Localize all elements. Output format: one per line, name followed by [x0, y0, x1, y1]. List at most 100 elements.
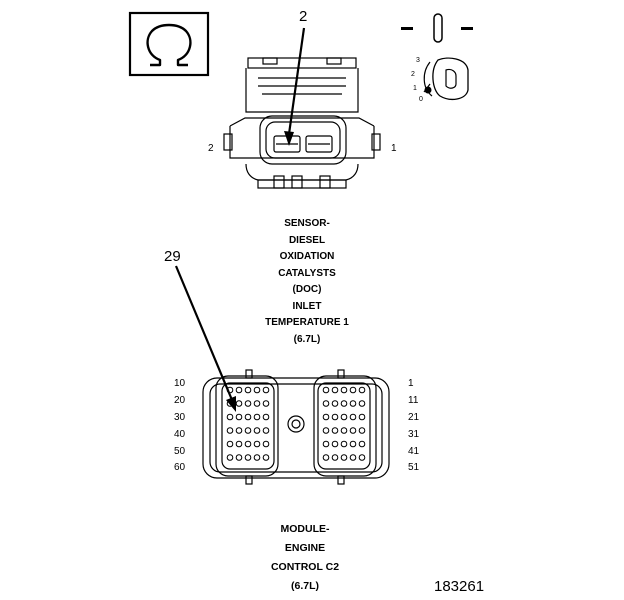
connector-pin	[349, 454, 357, 461]
connector-pin	[331, 386, 339, 394]
connector-pin	[358, 454, 366, 461]
connector-pin	[340, 386, 348, 394]
ignition-switch-icon: 3 2 1 0	[401, 13, 473, 103]
sensor-callout-number: 2	[299, 8, 308, 25]
row-label: 10	[174, 378, 186, 389]
connector-pin	[322, 440, 330, 448]
connector-pin	[358, 440, 366, 448]
sensor-callout-arrow	[284, 27, 306, 146]
svg-text:2: 2	[411, 71, 415, 78]
connector-pin	[226, 454, 234, 461]
module-caption-line: (6.7L)	[290, 580, 319, 592]
sensor-pin-label-right: 1	[391, 143, 397, 154]
module-connector-drawing	[202, 369, 390, 485]
connector-pin	[235, 427, 243, 434]
connector-pin	[331, 454, 339, 461]
connector-pin	[322, 413, 330, 421]
selector-position-labels: 3 2 1 0	[411, 57, 423, 103]
svg-text:1: 1	[413, 85, 417, 92]
module-callout-arrow	[174, 265, 236, 412]
connector-pin	[253, 454, 261, 461]
sensor-caption-line: OXIDATION	[279, 251, 335, 262]
module-caption-line: CONTROL C2	[270, 561, 340, 573]
connector-pin	[244, 386, 252, 394]
sensor-caption-line: SENSOR-	[284, 218, 330, 229]
connector-pin	[349, 440, 357, 448]
connector-pin	[235, 413, 243, 421]
sensor-caption-line: TEMPERATURE 1	[265, 317, 349, 328]
row-label: 1	[408, 378, 414, 389]
connector-pin	[244, 413, 252, 421]
row-label: 41	[408, 446, 420, 457]
connector-pin	[340, 440, 348, 448]
connector-pin	[322, 454, 330, 461]
connector-pin	[226, 440, 234, 448]
row-label: 21	[408, 412, 420, 423]
figure-number: 183261	[434, 578, 485, 595]
connector-pin	[340, 400, 348, 407]
connector-pin	[322, 400, 330, 407]
connector-pin	[244, 440, 252, 448]
module-pins-left	[226, 386, 270, 461]
connector-pin	[253, 440, 261, 448]
connector-pin	[331, 413, 339, 421]
ohmmeter-symbol	[128, 11, 210, 77]
row-label: 50	[174, 446, 186, 457]
connector-pin	[253, 427, 261, 434]
connector-pin	[340, 427, 348, 434]
connector-pin	[235, 386, 243, 394]
sensor-caption-line: CATALYSTS	[278, 267, 336, 279]
connector-pin	[358, 427, 366, 434]
row-label: 40	[174, 429, 186, 440]
connector-pin	[262, 440, 270, 448]
module-caption: MODULE- ENGINE CONTROL C2 (6.7L)	[240, 520, 370, 596]
connector-pin	[322, 427, 330, 434]
connector-pin	[349, 427, 357, 434]
module-pins-right	[322, 386, 366, 461]
connector-pin	[262, 413, 270, 421]
svg-text:3: 3	[416, 57, 420, 64]
connector-pin	[358, 386, 366, 394]
connector-pin	[253, 400, 261, 407]
connector-pin	[340, 413, 348, 421]
module-caption-line: MODULE-	[280, 523, 330, 535]
connector-pin	[244, 400, 252, 407]
sensor-connector-drawing	[223, 57, 381, 189]
connector-pin	[235, 440, 243, 448]
row-label: 60	[174, 462, 186, 473]
sensor-caption: SENSOR- DIESEL OXIDATION CATALYSTS (DOC)…	[240, 216, 374, 348]
sensor-caption-line: (DOC)	[292, 284, 322, 295]
connector-pin	[253, 386, 261, 394]
connector-pin	[226, 413, 234, 421]
svg-text:0: 0	[419, 96, 423, 103]
row-label: 51	[408, 462, 420, 473]
connector-pin	[349, 413, 357, 421]
connector-pin	[331, 427, 339, 434]
connector-pin	[226, 427, 234, 434]
connector-pin	[262, 386, 270, 394]
connector-pin	[262, 400, 270, 407]
connector-pin	[253, 413, 261, 421]
row-label: 30	[174, 412, 186, 423]
sensor-caption-line: INLET	[292, 300, 322, 312]
connector-pin	[262, 427, 270, 434]
ohm-icon	[146, 23, 192, 67]
row-label: 31	[408, 429, 420, 440]
connector-pin	[358, 413, 366, 421]
connector-pin	[358, 400, 366, 407]
connector-pin	[340, 454, 348, 461]
connector-pin	[244, 427, 252, 434]
connector-pin	[235, 454, 243, 461]
module-caption-line: ENGINE	[284, 542, 326, 554]
connector-pin	[349, 400, 357, 407]
sensor-pin-label-left: 2	[208, 143, 214, 154]
connector-pin	[322, 386, 330, 394]
connector-pin	[349, 386, 357, 394]
connector-pin	[262, 454, 270, 461]
sensor-caption-line: (6.7L)	[293, 333, 321, 345]
row-label: 20	[174, 395, 186, 406]
module-callout-number: 29	[164, 248, 181, 265]
connector-pin	[331, 400, 339, 407]
connector-pin	[235, 400, 243, 407]
